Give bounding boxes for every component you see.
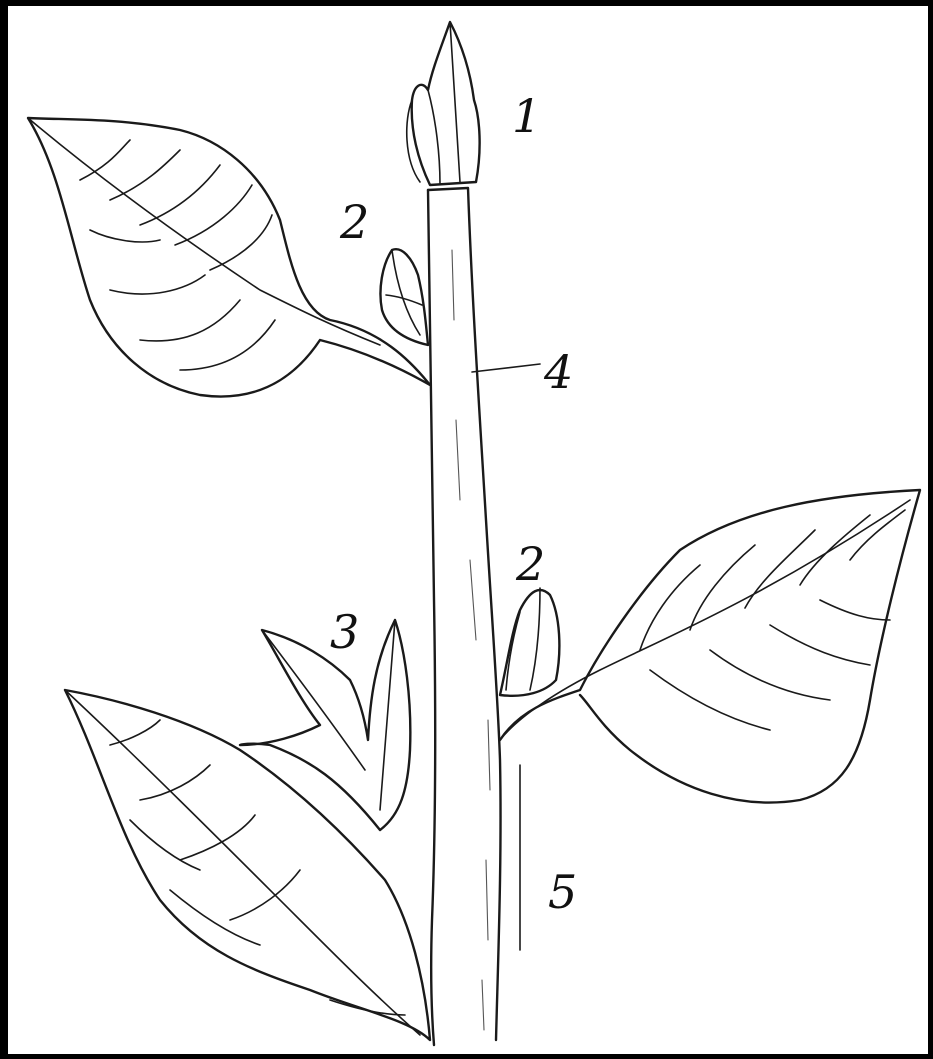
label-internode: 5 [548,865,577,919]
label-node: 4 [543,345,573,399]
leaf-upper-left [28,118,430,397]
node-pointer [472,364,540,372]
label-axillary-bud-lower: 2 [515,537,545,591]
label-apical-bud: 1 [512,89,541,143]
leaf-right [500,490,920,803]
stem [428,188,501,1045]
axillary-bud-lower [500,588,559,696]
axillary-bud-upper [380,249,428,345]
apical-bud [407,22,480,185]
label-axillary-bud-upper: 2 [339,195,369,249]
label-leaf-scar: 3 [330,605,359,659]
